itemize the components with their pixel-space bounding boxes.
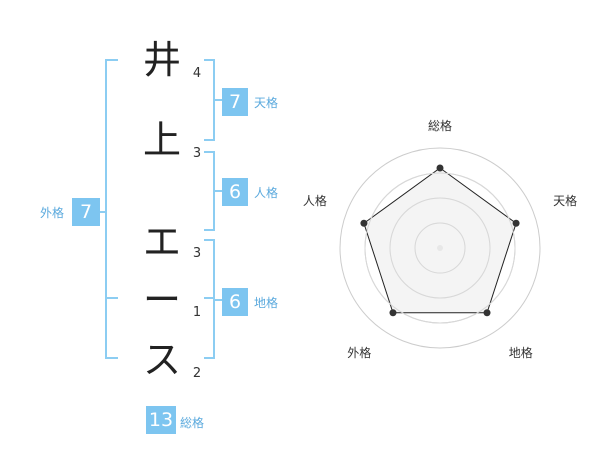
stroke-count-4: 1 [192,305,202,320]
jinkaku-value-badge: 6 [222,178,248,206]
radar-point-5 [360,219,368,227]
radar-point-3 [483,309,491,317]
jinkaku-label: 人格 [254,186,279,200]
radar-point-1 [436,164,444,172]
gaikaku-label: 外格 [40,206,65,220]
soukaku-label: 総格 [180,416,205,430]
tenkaku-label: 天格 [254,96,279,110]
radar-ring-overlay-3 [364,172,516,324]
radar-point-4 [389,309,397,317]
name-char-3: エ [142,220,181,264]
stroke-count-5: 2 [192,366,202,381]
soukaku-value-badge: 13 [146,406,176,434]
radar-axis-label-2: 天格 [553,193,577,208]
radar-axis-label-4: 外格 [347,345,371,360]
name-char-1: 井 [142,38,181,82]
gaikaku-bracket [105,59,118,359]
radar-axis-label-1: 総格 [428,118,452,133]
name-char-2: 上 [142,118,181,162]
gaikaku-value-badge: 7 [72,198,100,226]
name-char-4: ー [142,278,181,322]
radar-ring-overlay-1 [414,222,466,274]
chikaku-label: 地格 [254,296,279,310]
radar-data-polygon [363,167,517,314]
radar-axis-label-3: 地格 [509,345,533,360]
chikaku-value-badge: 6 [222,288,248,316]
radar-point-2 [512,219,520,227]
radar-ring-overlay-2 [389,197,491,299]
name-char-5: ス [142,338,181,382]
stroke-count-2: 3 [192,146,202,161]
radar-axis-label-5: 人格 [303,193,327,208]
tenkaku-value-badge: 7 [222,88,248,116]
stroke-count-3: 3 [192,246,202,261]
stroke-count-1: 4 [192,66,202,81]
